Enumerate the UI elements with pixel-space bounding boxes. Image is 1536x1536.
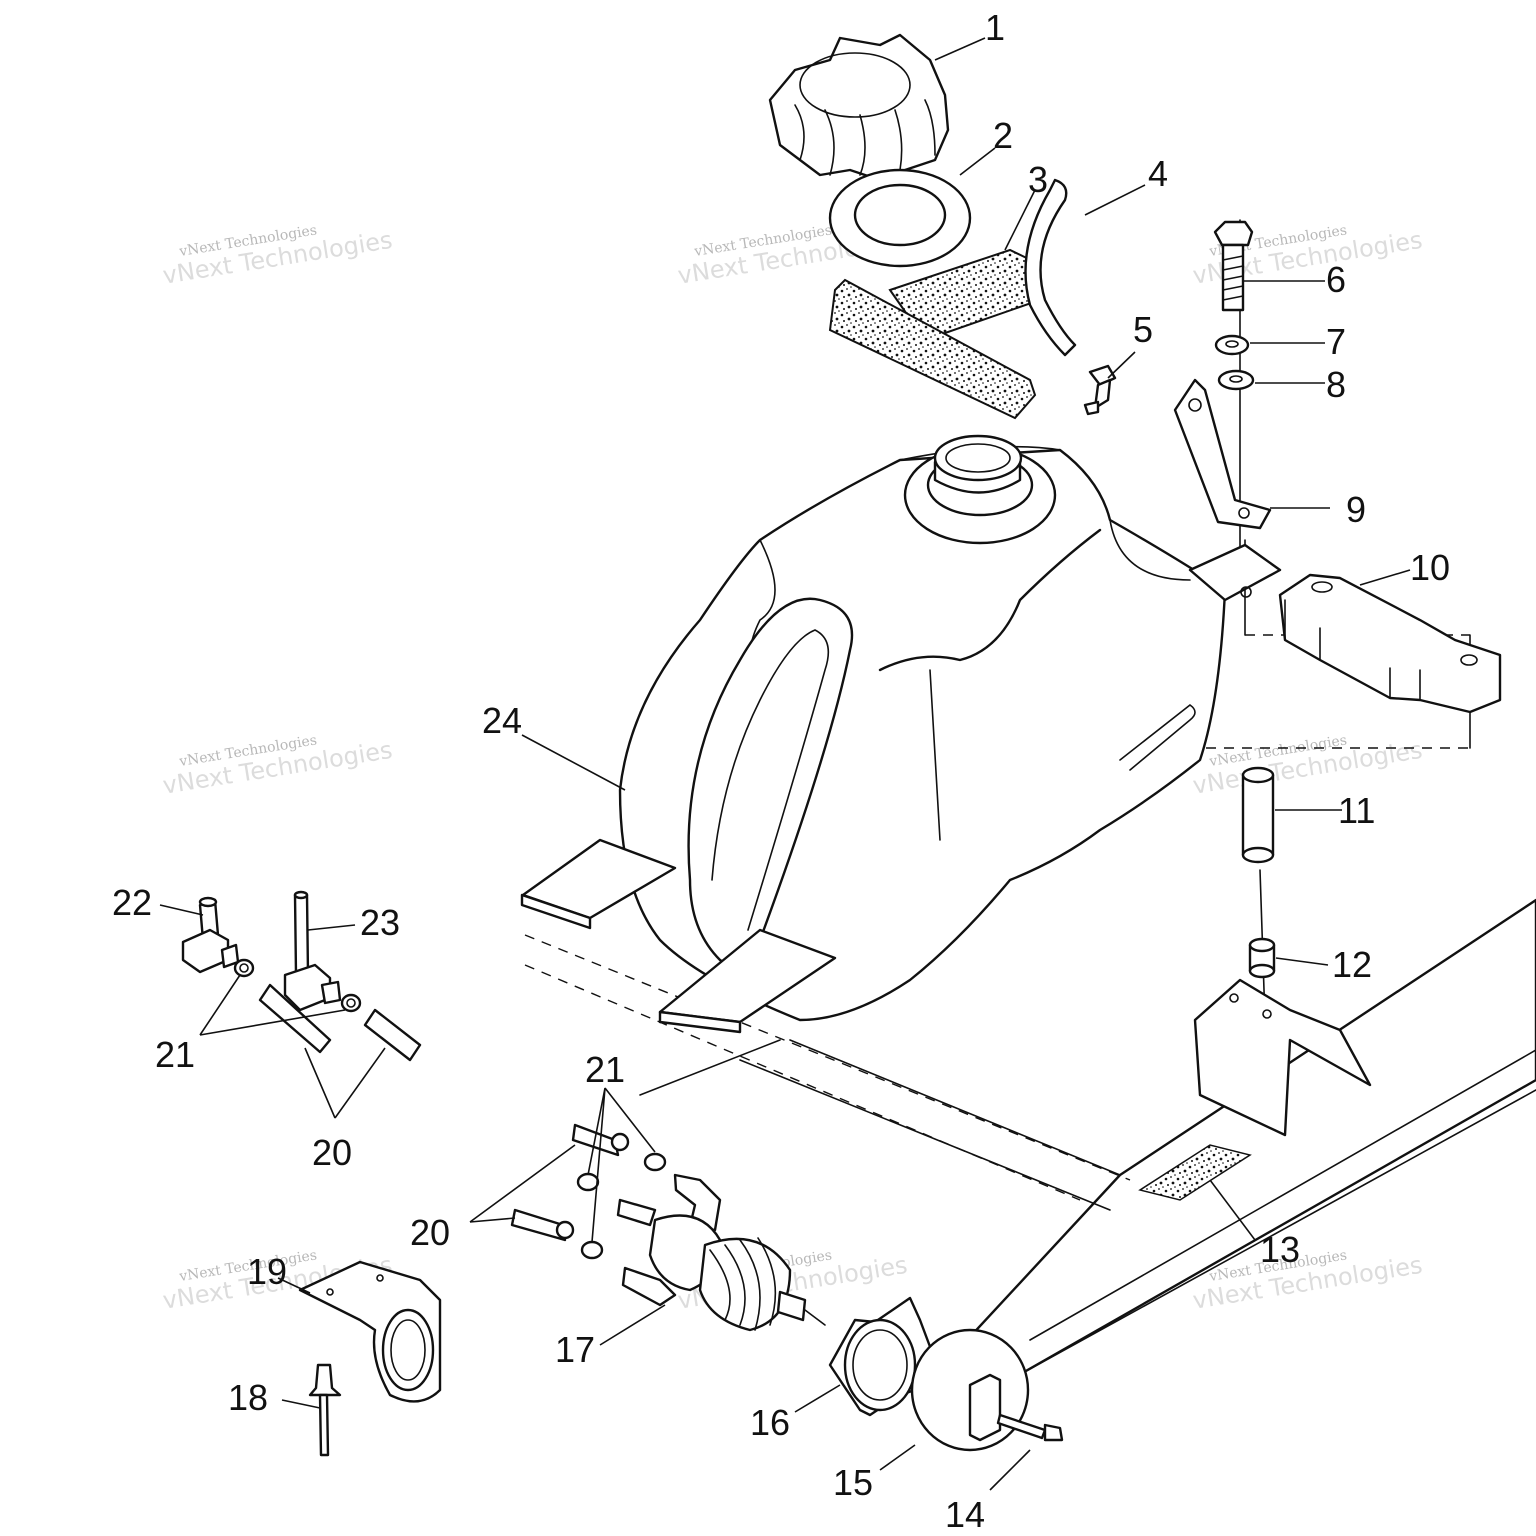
callout-1: 1 <box>985 7 1005 48</box>
callout-15: 15 <box>833 1462 873 1503</box>
callout-19: 19 <box>247 1251 287 1292</box>
screw <box>996 1413 1064 1442</box>
rivet <box>308 1363 342 1457</box>
callout-22: 22 <box>112 882 152 923</box>
end-cap <box>910 1328 1030 1452</box>
fuel-valve-assembly <box>510 1123 826 1332</box>
callout-11: 11 <box>1338 790 1375 831</box>
callout-3: 3 <box>1028 159 1048 200</box>
spacer <box>1241 766 1275 864</box>
grommet <box>1248 937 1276 979</box>
bolt <box>1213 220 1254 312</box>
callout-5: 5 <box>1133 309 1153 350</box>
callout-6: 6 <box>1326 259 1346 300</box>
callout-18: 18 <box>228 1377 268 1418</box>
callout-4: 4 <box>1148 153 1168 194</box>
callout-8: 8 <box>1326 364 1346 405</box>
callout-20a: 20 <box>312 1132 352 1173</box>
callout-14: 14 <box>945 1494 985 1535</box>
vent-hose <box>1024 178 1077 357</box>
callout-20b: 20 <box>410 1212 450 1253</box>
vent-fitting <box>1083 364 1117 416</box>
washer <box>1214 334 1255 391</box>
mounting-bracket <box>1173 378 1272 530</box>
frame-bracket <box>1193 978 1372 1137</box>
callout-10: 10 <box>1410 547 1450 588</box>
callout-12: 12 <box>1332 944 1372 985</box>
watermark: vNext Technologies vNext Technologies <box>161 732 394 799</box>
mounting-block <box>1278 573 1502 714</box>
leader-lines <box>159 37 1411 1491</box>
callout-21a: 21 <box>155 1034 195 1075</box>
callout-24: 24 <box>482 700 522 741</box>
callout-9: 9 <box>1346 489 1366 530</box>
watermark: vNext Technologies vNext Technologies <box>1191 732 1424 799</box>
decal-13 <box>1138 1144 1252 1201</box>
callout-23: 23 <box>360 902 400 943</box>
callout-16: 16 <box>750 1402 790 1443</box>
callout-7: 7 <box>1326 321 1346 362</box>
fuel-cap <box>768 33 950 182</box>
callout-2: 2 <box>993 115 1013 156</box>
valve-bracket <box>298 1260 442 1403</box>
callout-labels: 1 2 3 4 5 6 7 8 9 10 11 12 13 14 15 16 1… <box>112 7 1450 1535</box>
cap-gasket <box>828 168 972 268</box>
callout-17: 17 <box>555 1329 595 1370</box>
fuel-tank <box>520 434 1282 1034</box>
foam-strip <box>828 248 1042 420</box>
tank-nut <box>828 1296 937 1417</box>
callout-21b: 21 <box>585 1049 625 1090</box>
callout-13: 13 <box>1260 1229 1300 1270</box>
watermark: vNext Technologies vNext Technologies <box>161 222 394 289</box>
